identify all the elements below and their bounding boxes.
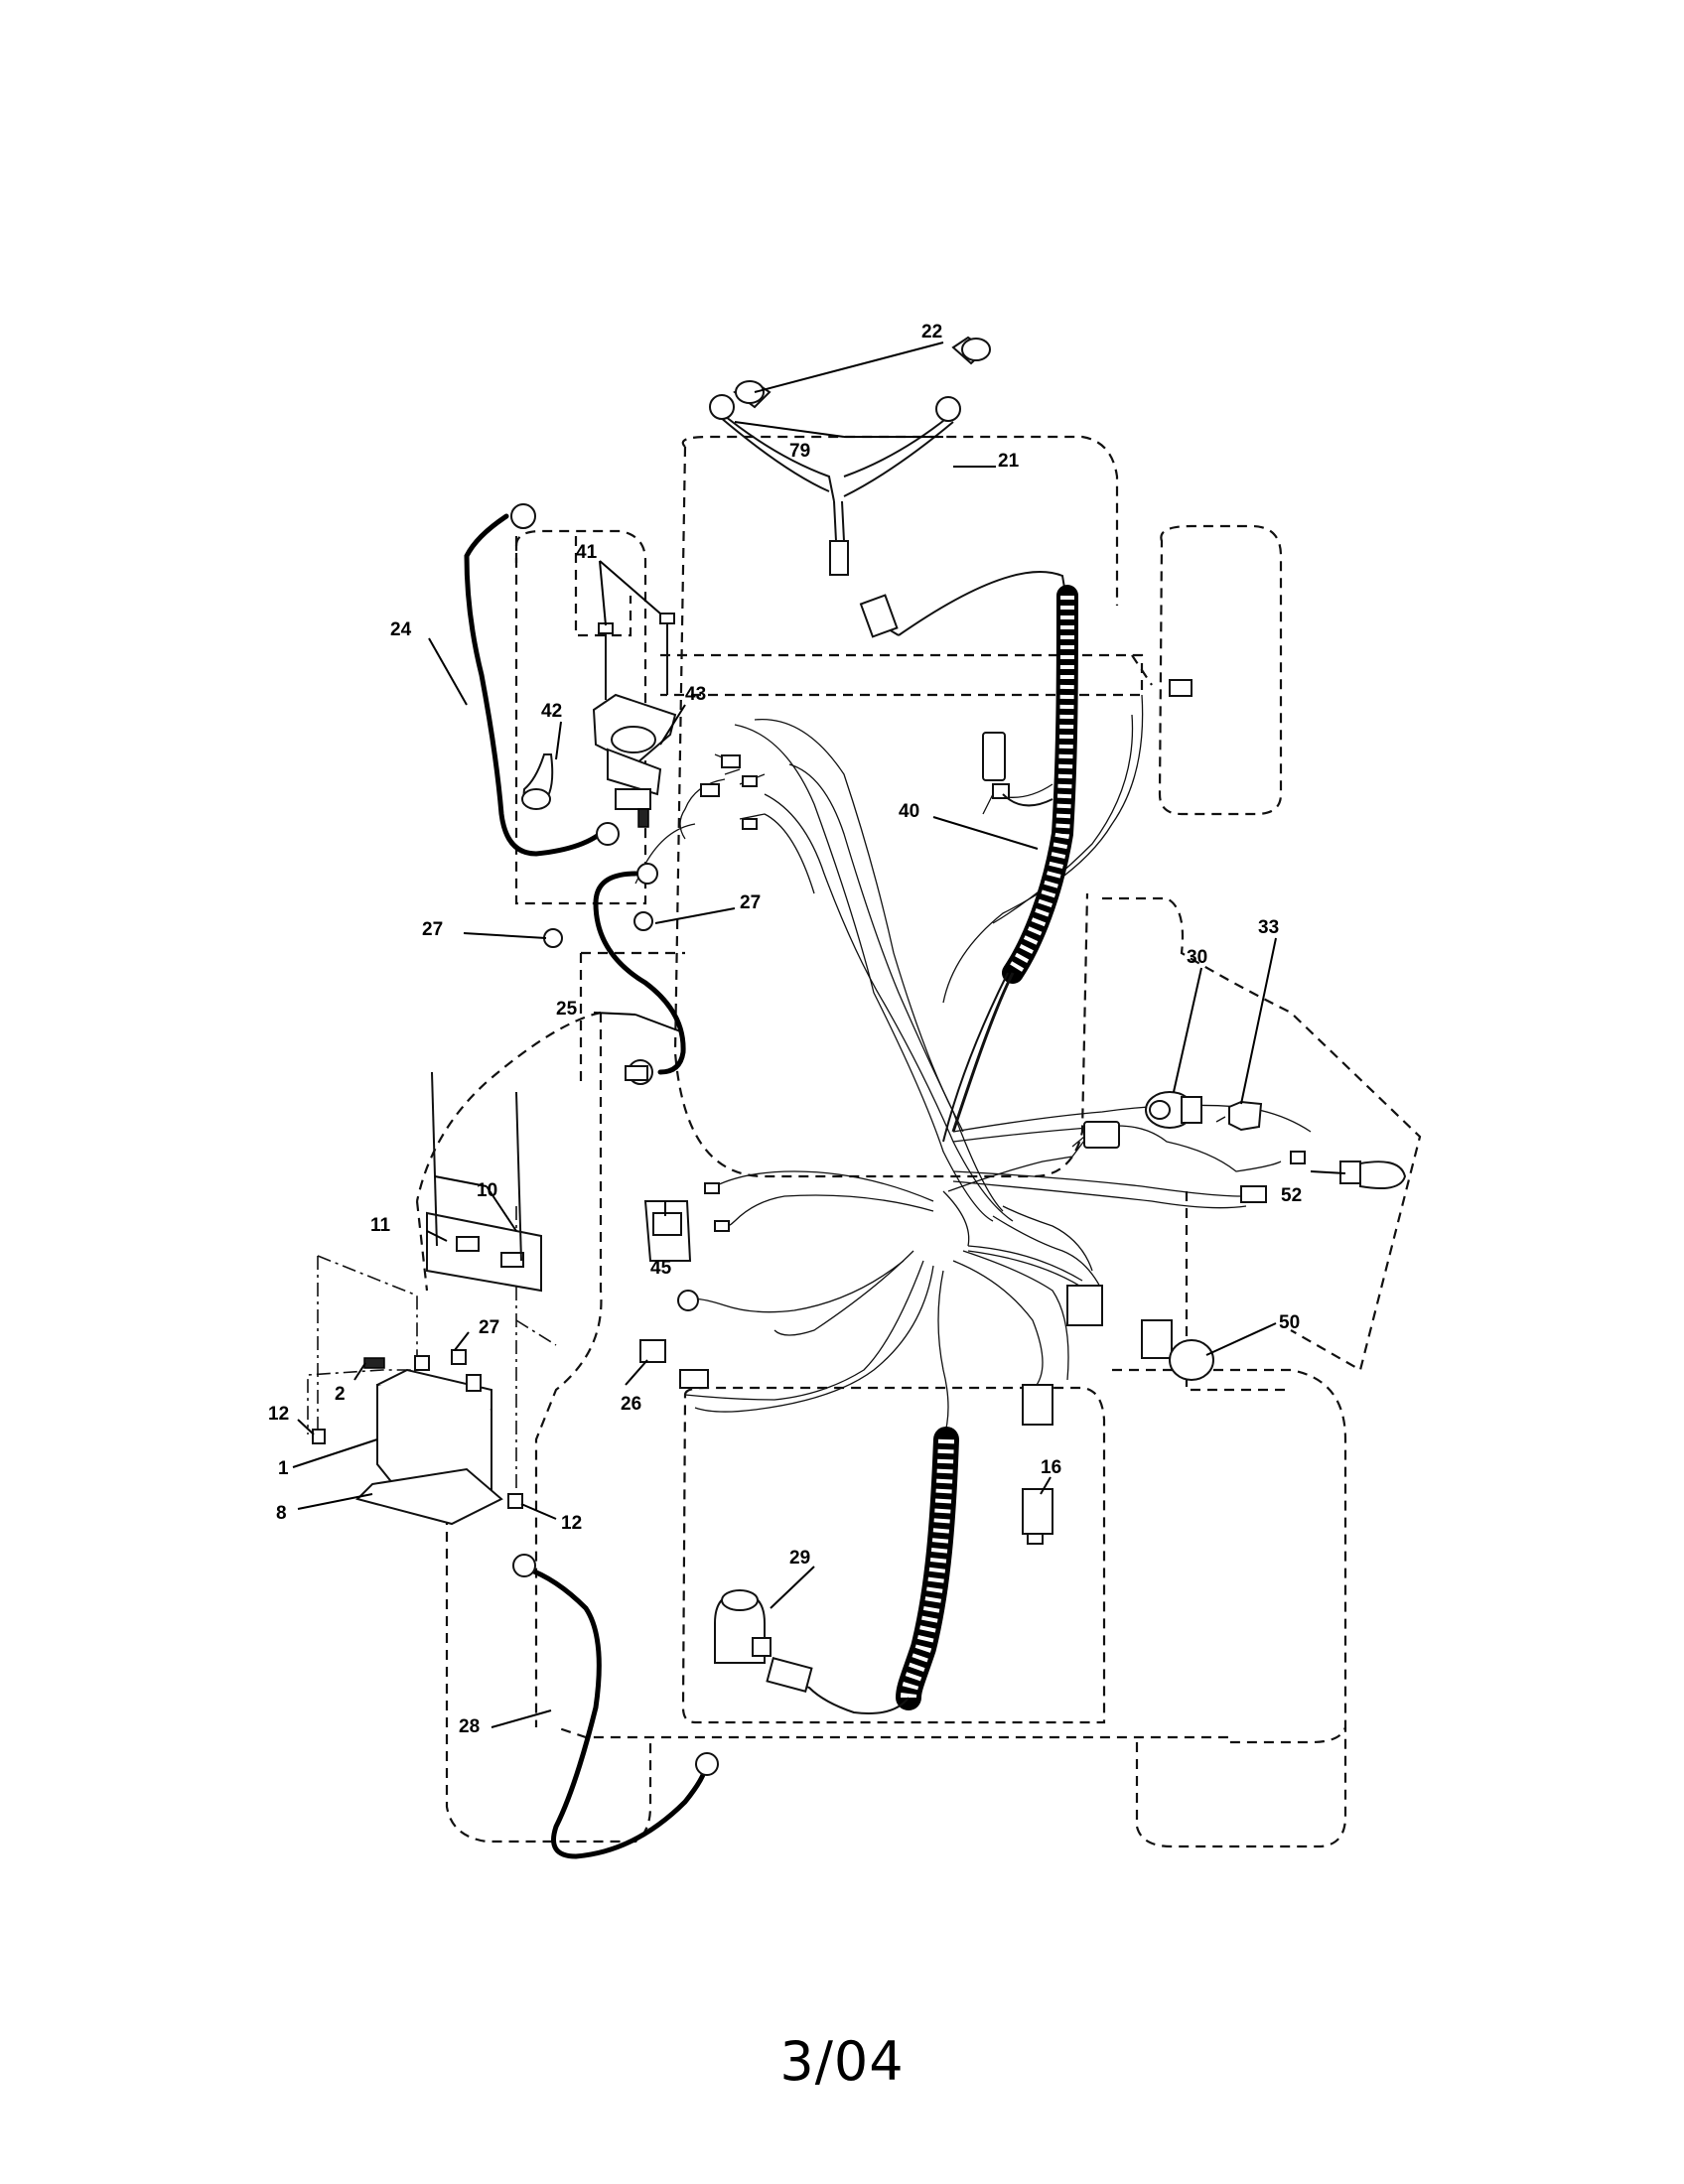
ignition-switch [1145,1091,1202,1129]
ground-cable-28 [523,1566,708,1859]
callout-8: 8 [276,1503,287,1524]
callout-27-right: 27 [740,892,761,913]
callout-27-battery: 27 [479,1317,499,1338]
callout-50: 50 [1279,1312,1300,1333]
callout-42: 42 [541,701,562,722]
connector-26 [639,1339,666,1363]
callout-40: 40 [899,801,919,822]
leader-lines [292,341,1346,1728]
headlight-52 [1339,1160,1407,1189]
page-number: 3/04 [779,2030,905,2093]
harness-connectors [639,679,1306,1426]
pto-clutch-29 [714,1589,772,1664]
battery-cable-25 [593,871,686,1075]
callout-27-left: 27 [422,919,443,940]
callout-25: 25 [556,999,578,1020]
callout-26: 26 [621,1394,641,1415]
callout-11: 11 [370,1215,391,1236]
battery-holddown-outline [307,1206,557,1504]
callout-12-right: 12 [561,1513,582,1534]
ground-terminal [677,1290,699,1311]
callout-22: 22 [921,322,942,342]
callout-45: 45 [650,1258,672,1279]
switch-16 [1022,1488,1053,1545]
harness-coil-lower [766,1427,959,1714]
callout-52: 52 [1281,1185,1302,1206]
callout-12-left: 12 [268,1404,289,1425]
callout-10: 10 [477,1180,497,1201]
harness-coil-upper [942,585,1078,1143]
callout-24: 24 [390,619,412,640]
callout-1: 1 [278,1458,289,1479]
holddown-bracket-11 [426,1211,542,1293]
callout-29: 29 [789,1548,810,1569]
callout-28: 28 [459,1716,480,1737]
callout-labels: 22 79 21 24 41 42 43 27 27 40 25 30 33 5… [268,322,1302,1737]
battery-cable-24 [464,513,609,857]
callout-43: 43 [685,684,706,705]
callout-21: 21 [998,451,1020,472]
callout-41: 41 [576,542,598,563]
connector-multi [1083,1121,1120,1149]
tractor-outline [415,435,1422,1848]
callout-79: 79 [789,441,810,462]
callout-33: 33 [1258,917,1279,938]
solenoid-assembly [521,613,677,828]
callout-30: 30 [1187,947,1207,968]
light-harness [709,336,991,576]
main-harness-wires [634,571,1312,1440]
callout-16: 16 [1041,1457,1061,1478]
seat-switch-50 [1141,1319,1214,1381]
module-45 [643,1200,692,1262]
callout-2: 2 [335,1384,346,1405]
battery-group [312,1071,542,1526]
